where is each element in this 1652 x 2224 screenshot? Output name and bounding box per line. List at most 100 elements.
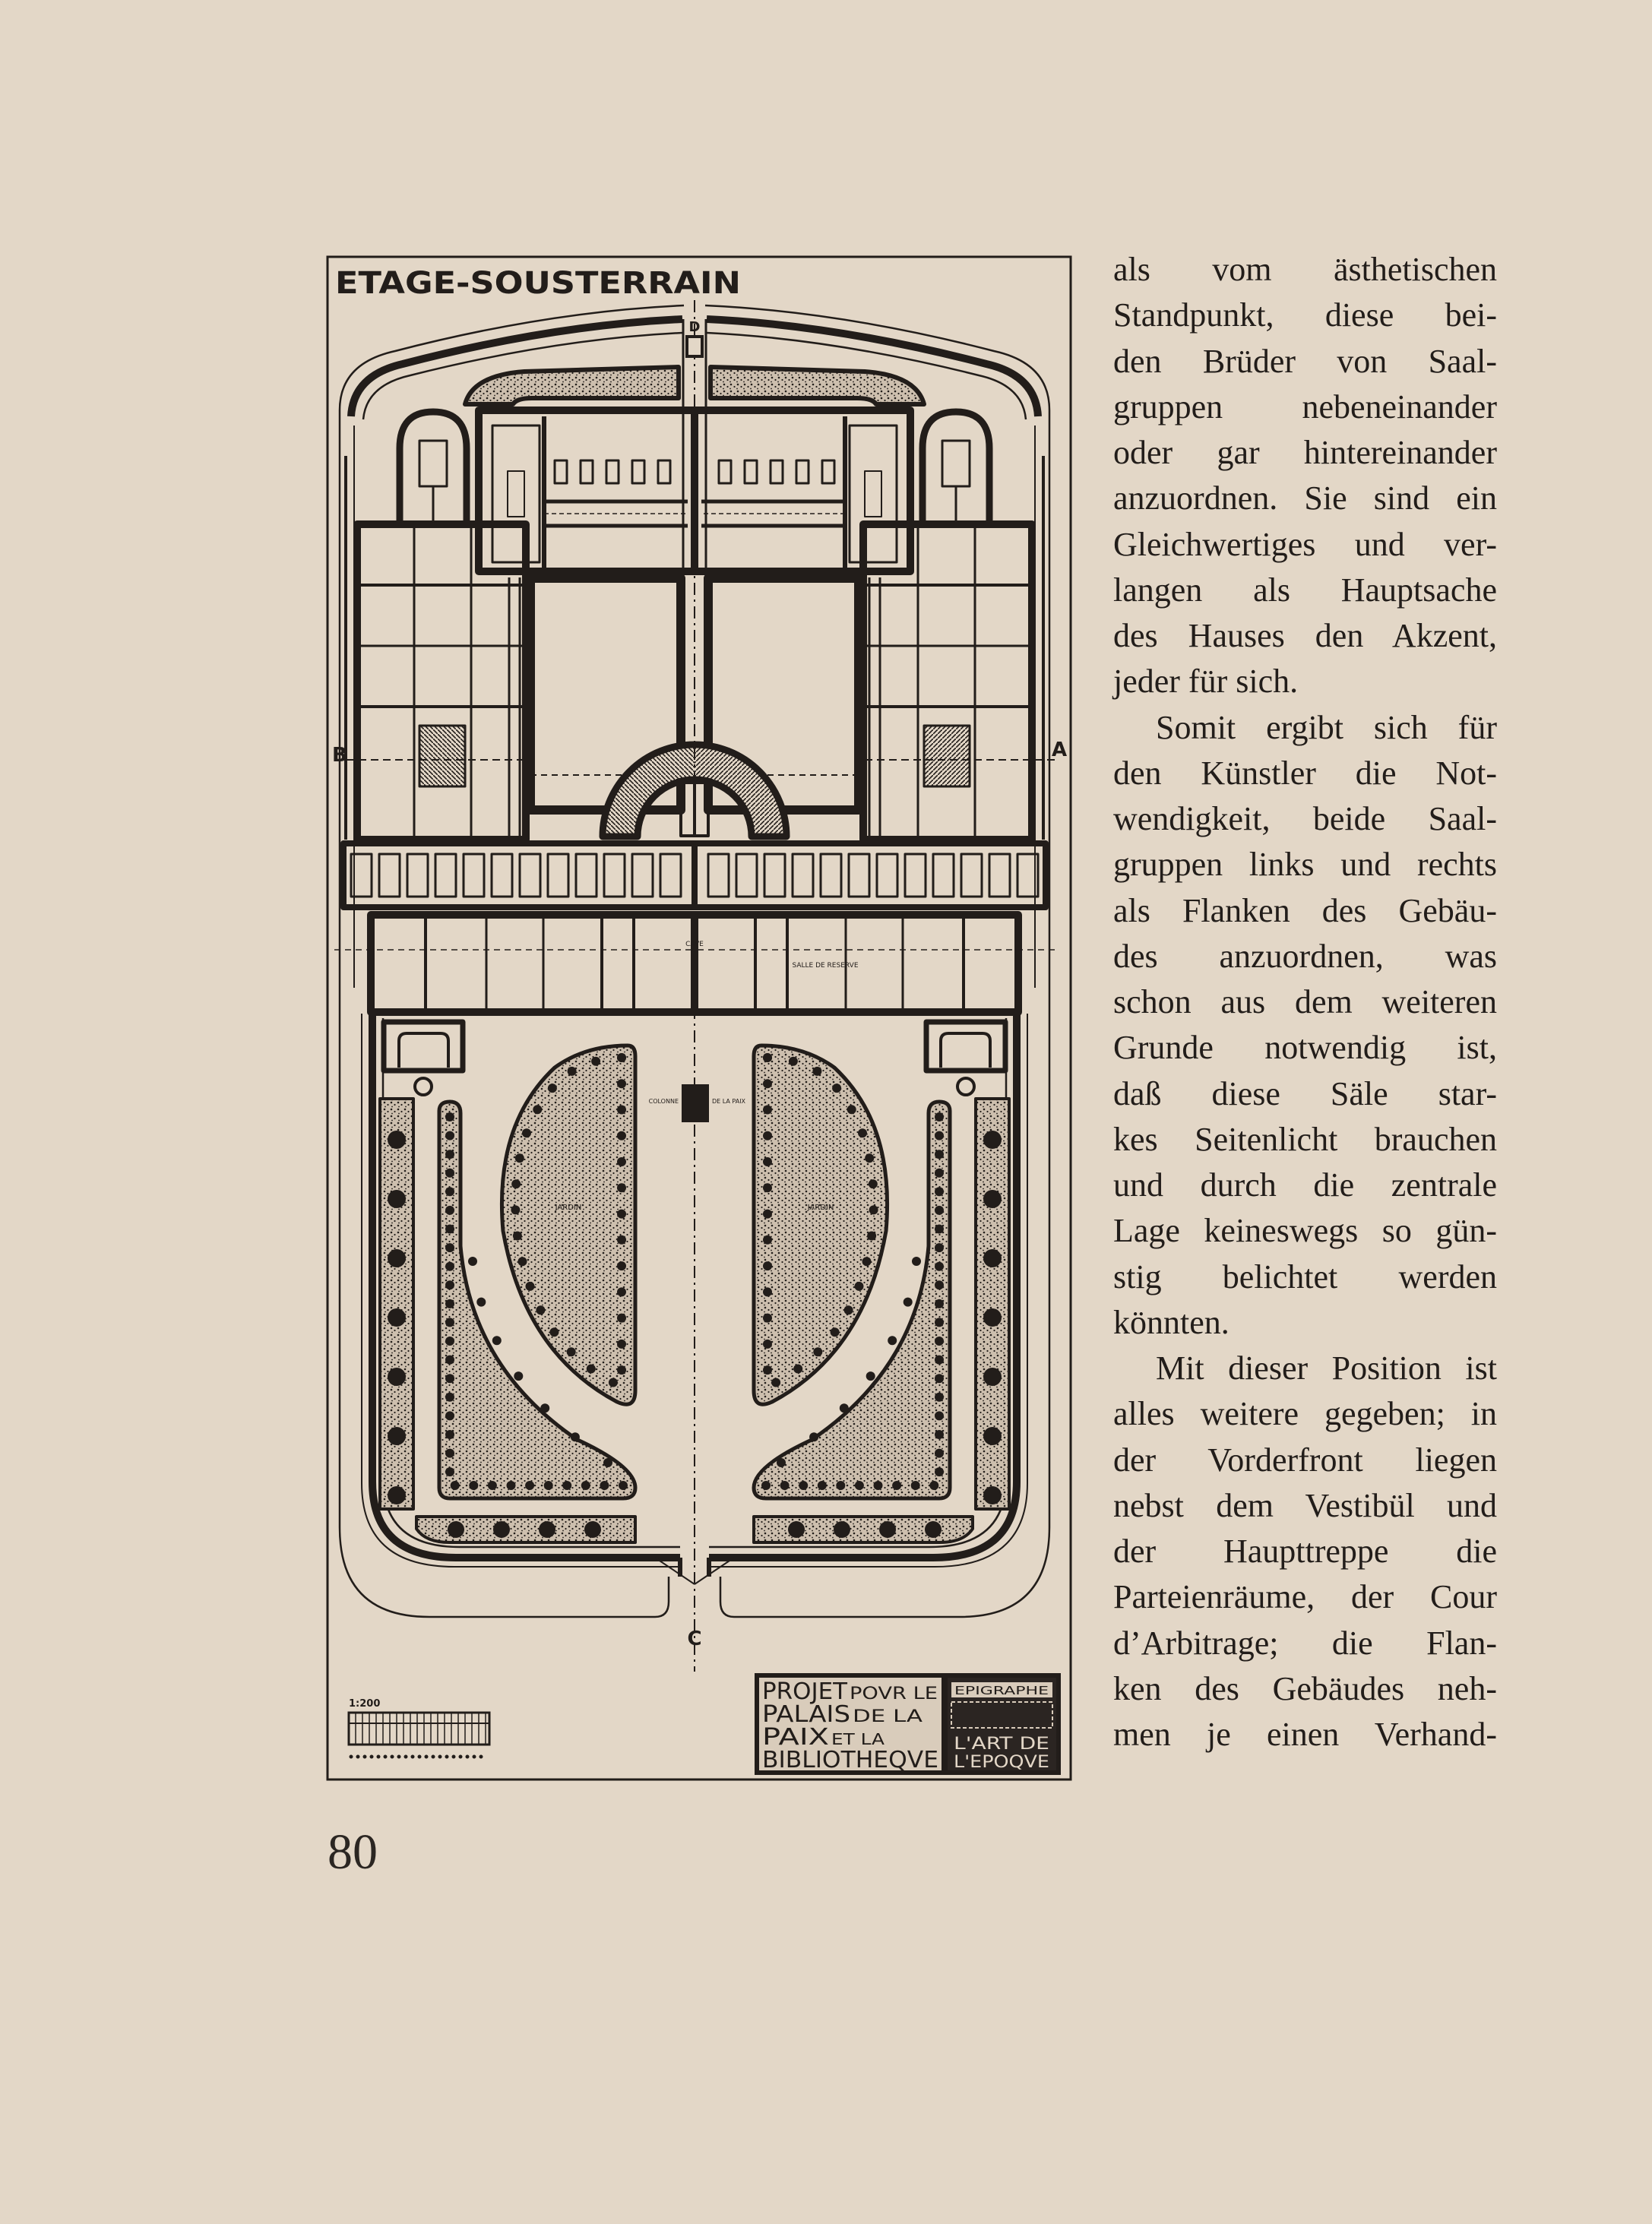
heater-unit — [631, 459, 646, 485]
outer-garden-strip — [378, 1097, 415, 1511]
plan-title: ETAGE-SOUSTERRAIN — [335, 266, 741, 301]
tree-dot — [445, 1448, 454, 1458]
enclosure-wall — [369, 1014, 680, 1561]
lower-rooms — [367, 911, 698, 1016]
scale-dot — [397, 1754, 401, 1759]
axis-label-b: B — [332, 744, 347, 767]
tree-dot — [619, 1481, 628, 1490]
text-line: und durch die zentrale — [1113, 1166, 1497, 1204]
tree-dot — [445, 1280, 454, 1290]
corridor-cell — [546, 853, 570, 898]
tree-dot — [445, 1318, 454, 1327]
bottom-garden-band — [415, 1515, 637, 1544]
tree-dot — [445, 1355, 454, 1365]
tree-dot-large — [388, 1249, 406, 1267]
scale-dot — [369, 1754, 374, 1759]
corridor-cell — [350, 853, 373, 898]
tree-dot — [514, 1153, 524, 1163]
tree-dot — [581, 1481, 590, 1490]
text-line: der Vorderfront liegen — [1113, 1441, 1497, 1479]
tree-dot — [617, 1339, 626, 1349]
tree-dot — [617, 1079, 626, 1089]
garden-pavilion — [381, 1019, 466, 1074]
axis-label-d: D — [689, 319, 701, 335]
tree-dot — [525, 1281, 535, 1291]
tree-dot-large — [388, 1427, 406, 1445]
text-line: Mit dieser Position ist — [1156, 1349, 1497, 1387]
cartouche-motto-2: L'EPOQVE — [954, 1753, 1049, 1772]
corridor-cell — [631, 853, 654, 898]
cartouche-line2-small: DE LA — [853, 1707, 923, 1726]
tree-dot — [617, 1053, 626, 1062]
text-line: Somit ergibt sich für — [1156, 708, 1497, 746]
plan-frame — [326, 255, 1072, 1781]
monument-label-left: COLONNE — [649, 1098, 679, 1105]
cartouche-line3-small: ET LA — [831, 1730, 885, 1748]
tree-dot — [617, 1131, 626, 1140]
text-line: den Brüder von Saal- — [1113, 342, 1497, 380]
tree-dot — [450, 1481, 460, 1490]
scale-dot — [390, 1754, 394, 1759]
tree-dot — [570, 1432, 580, 1442]
tree-dot — [511, 1179, 521, 1189]
text-line: stig belichtet werden — [1113, 1258, 1497, 1295]
top-garden-crescent — [463, 365, 681, 407]
tree-dot — [617, 1365, 626, 1375]
tree-dot — [445, 1205, 454, 1215]
tree-dot — [536, 1305, 546, 1315]
tree-dot — [617, 1287, 626, 1297]
tree-dot — [617, 1235, 626, 1245]
text-line: der Haupttreppe die — [1113, 1533, 1497, 1570]
garden-label-left: JARDIN — [555, 1204, 582, 1212]
tree-dot-large — [448, 1521, 464, 1538]
tree-dot — [547, 1084, 557, 1093]
tree-dot — [617, 1157, 626, 1166]
scale-dot — [472, 1754, 476, 1759]
text-line: Grunde notwendig ist, — [1113, 1029, 1497, 1067]
tree-dot — [617, 1313, 626, 1323]
text-line: langen als Hauptsache — [1113, 571, 1497, 609]
tree-dot — [522, 1128, 531, 1138]
tree-dot — [566, 1347, 576, 1357]
tree-dot-large — [388, 1368, 406, 1386]
garden-label-right: JARDIN — [807, 1204, 834, 1212]
text-line: alles weitere gegeben; in — [1113, 1395, 1497, 1433]
text-line: Gleichwertiges und ver- — [1113, 525, 1497, 563]
atelier-room — [491, 424, 541, 564]
tree-dot — [445, 1131, 454, 1140]
tree-dot — [512, 1231, 522, 1241]
tree-dot — [511, 1205, 521, 1215]
tree-dot — [543, 1481, 553, 1490]
scale-dot — [356, 1754, 360, 1759]
monument-label-right: DE LA PAIX — [712, 1098, 746, 1105]
plan-right-half — [695, 305, 1055, 1617]
tree-dot — [617, 1105, 626, 1115]
scale-dot — [376, 1754, 381, 1759]
d-garden — [499, 1043, 638, 1406]
tree-dot — [445, 1224, 454, 1234]
corridor-cell — [490, 853, 514, 898]
scale-dot — [417, 1754, 422, 1759]
l-garden — [437, 1099, 638, 1501]
cartouche-line1-small: POVR LE — [850, 1685, 938, 1704]
scale-dot — [424, 1754, 429, 1759]
scale-dot — [465, 1754, 470, 1759]
tree-dot — [591, 1056, 601, 1066]
cartouche-line3-big: PAIX — [762, 1724, 829, 1751]
tree-dot — [600, 1481, 609, 1490]
scale-dot — [404, 1754, 408, 1759]
title-cartouche: PROJET POVR LE PALAIS DE LA PAIX ET LA B… — [755, 1673, 1061, 1775]
tree-dot — [445, 1411, 454, 1421]
cartouche-line1-big: PROJET — [762, 1678, 848, 1705]
tree-dot — [492, 1336, 502, 1346]
tree-dot — [617, 1261, 626, 1271]
scale-ticks — [349, 1713, 486, 1759]
text-line: d’Arbitrage; die Flan- — [1113, 1624, 1497, 1662]
tree-dot — [586, 1364, 596, 1374]
tree-dot-large — [584, 1521, 601, 1538]
heater-unit — [657, 459, 672, 485]
tree-dot-large — [388, 1486, 406, 1504]
tree-dot — [445, 1261, 454, 1271]
text-line: als vom ästhetischen — [1113, 251, 1497, 288]
tree-dot — [445, 1337, 454, 1346]
